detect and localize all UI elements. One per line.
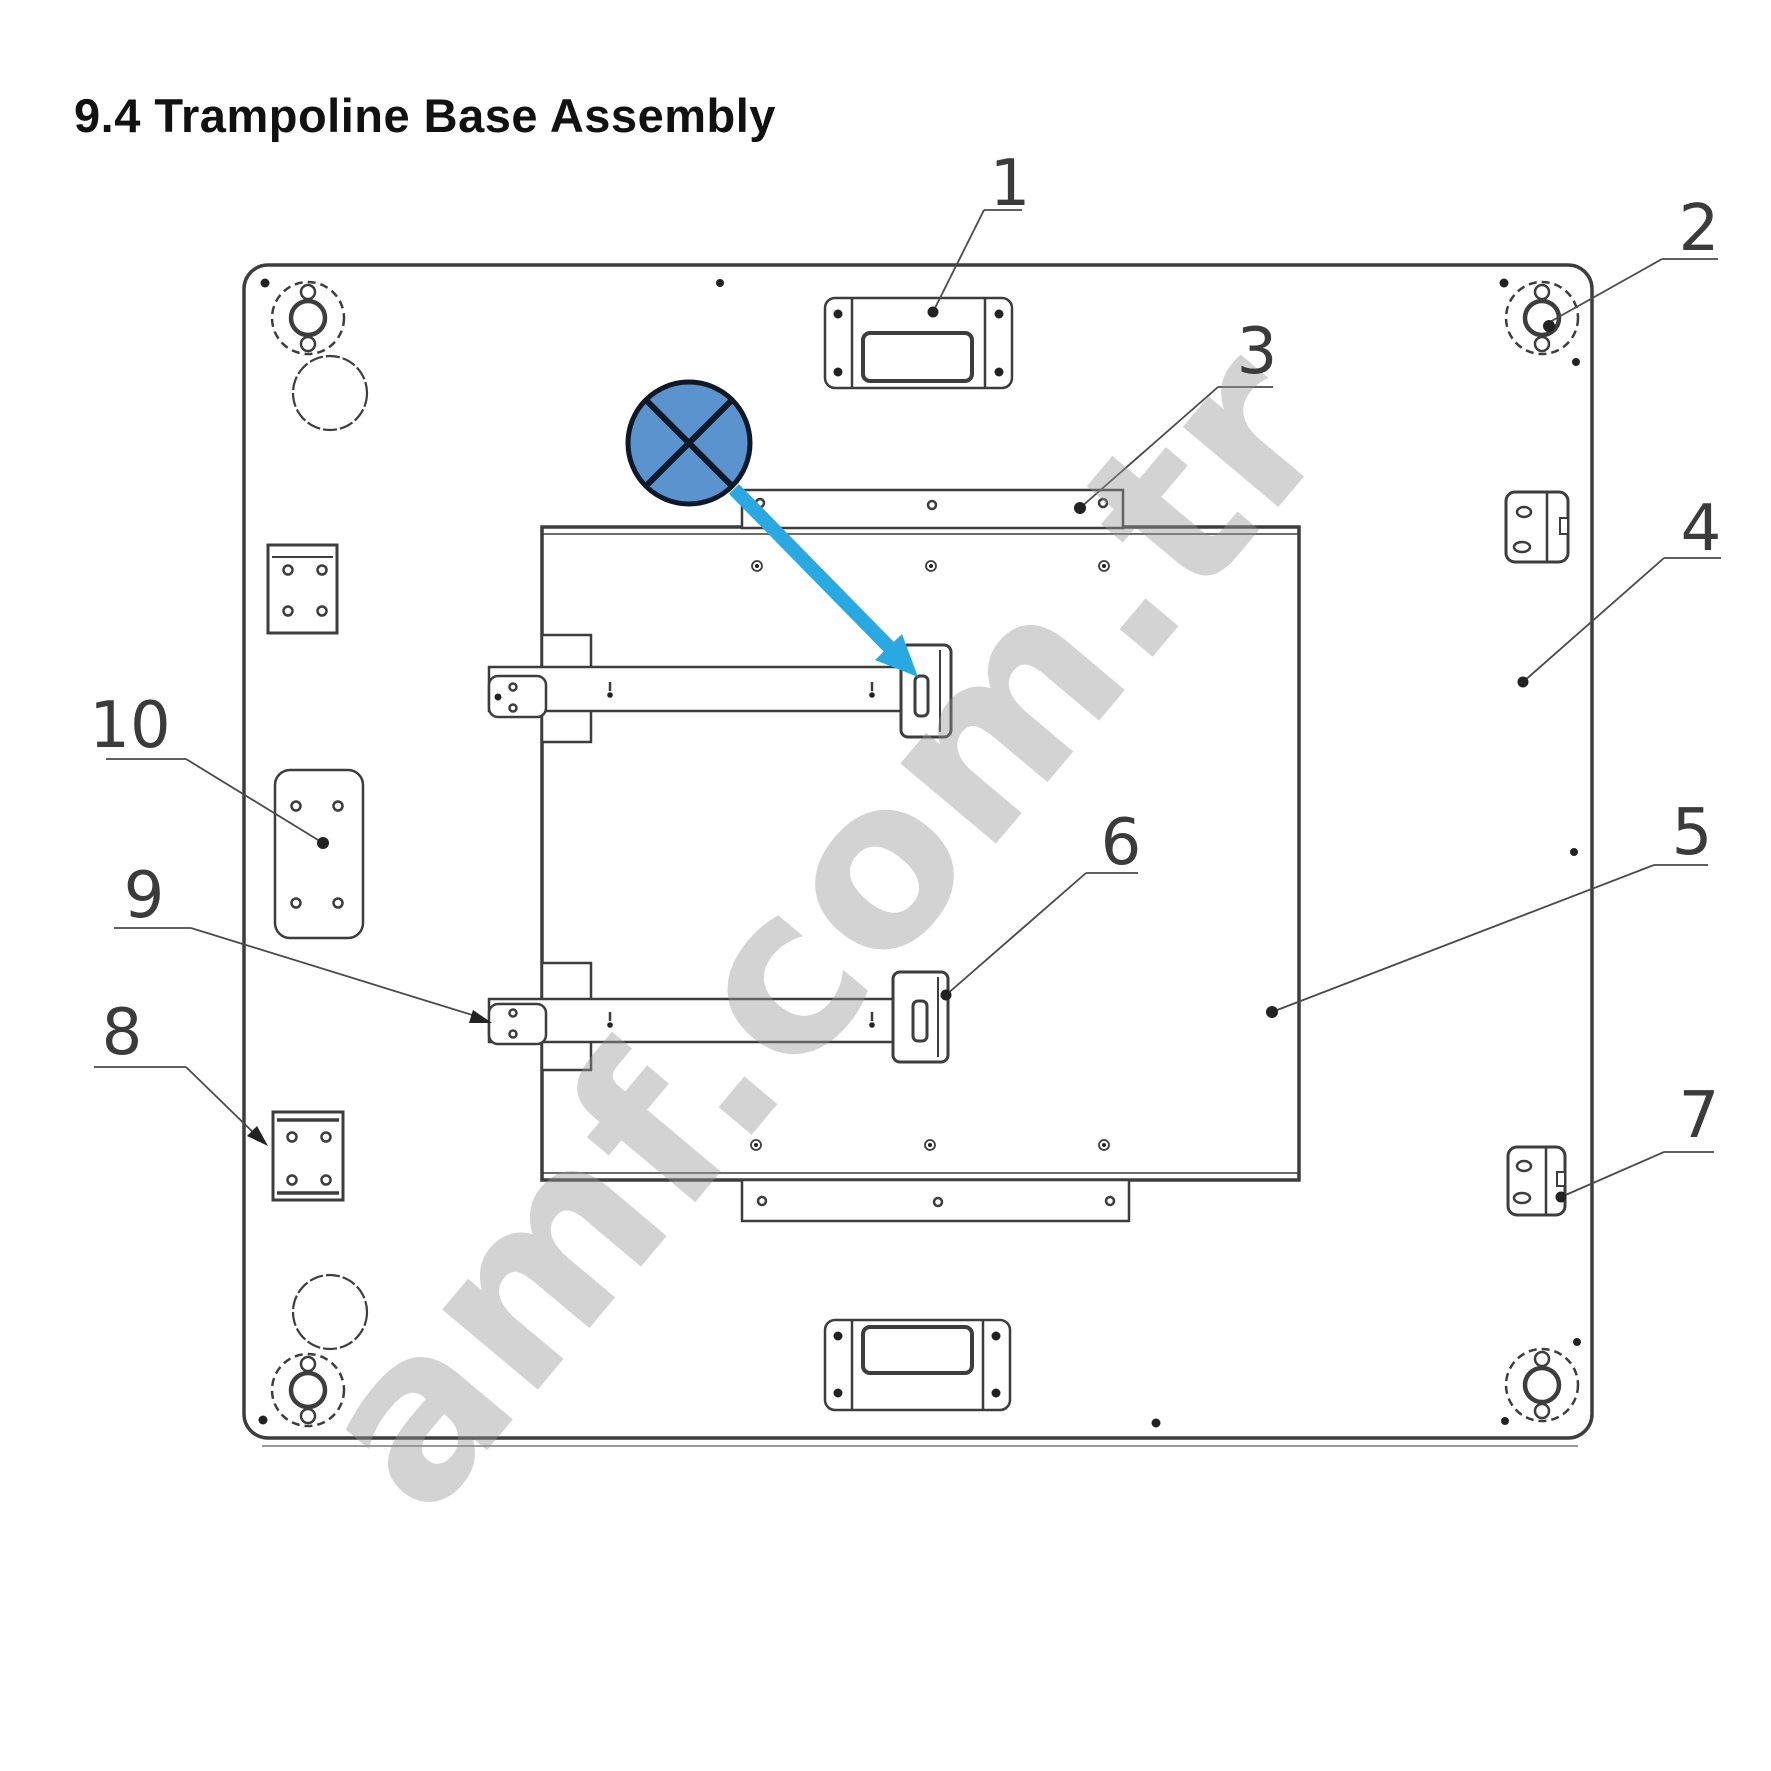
part1-bracket <box>823 296 1014 390</box>
part10-plate <box>273 768 365 940</box>
callout-10: 10 <box>89 689 171 763</box>
bottom-rail <box>740 1178 1131 1223</box>
plate-rivet-dots <box>258 278 1581 1428</box>
part8-bracket <box>271 1110 345 1202</box>
corner-flange-top-left <box>270 280 346 356</box>
upper-arm-assembly <box>487 633 953 744</box>
part7-bracket <box>1506 1145 1567 1217</box>
callout-5: 5 <box>1671 796 1713 870</box>
callout-8: 8 <box>101 996 143 1070</box>
callout-3: 3 <box>1236 315 1278 389</box>
plate-hole-circle-bottom <box>291 1273 369 1351</box>
left-bracket-upper <box>266 543 339 635</box>
callout-6: 6 <box>1100 806 1142 880</box>
right-bracket-upper <box>1504 490 1570 564</box>
top-rail <box>740 488 1125 530</box>
plate-hole-circle-top <box>291 354 369 432</box>
callout-1: 1 <box>989 147 1031 221</box>
callout-7: 7 <box>1678 1079 1720 1153</box>
callout-4: 4 <box>1680 492 1722 566</box>
click-marker-circle <box>625 379 753 507</box>
callout-leaders <box>94 209 1721 1203</box>
corner-flange-top-right <box>1504 280 1580 356</box>
corner-flange-bottom-left <box>270 1352 346 1428</box>
callout-2: 2 <box>1678 192 1720 266</box>
corner-flange-bottom-right <box>1504 1347 1580 1423</box>
page-title: 9.4 Trampoline Base Assembly <box>74 89 776 142</box>
action-arrow <box>729 484 918 677</box>
lower-arm-assembly <box>487 961 950 1072</box>
callout-9: 9 <box>123 859 165 933</box>
bottom-center-bracket <box>823 1318 1012 1412</box>
